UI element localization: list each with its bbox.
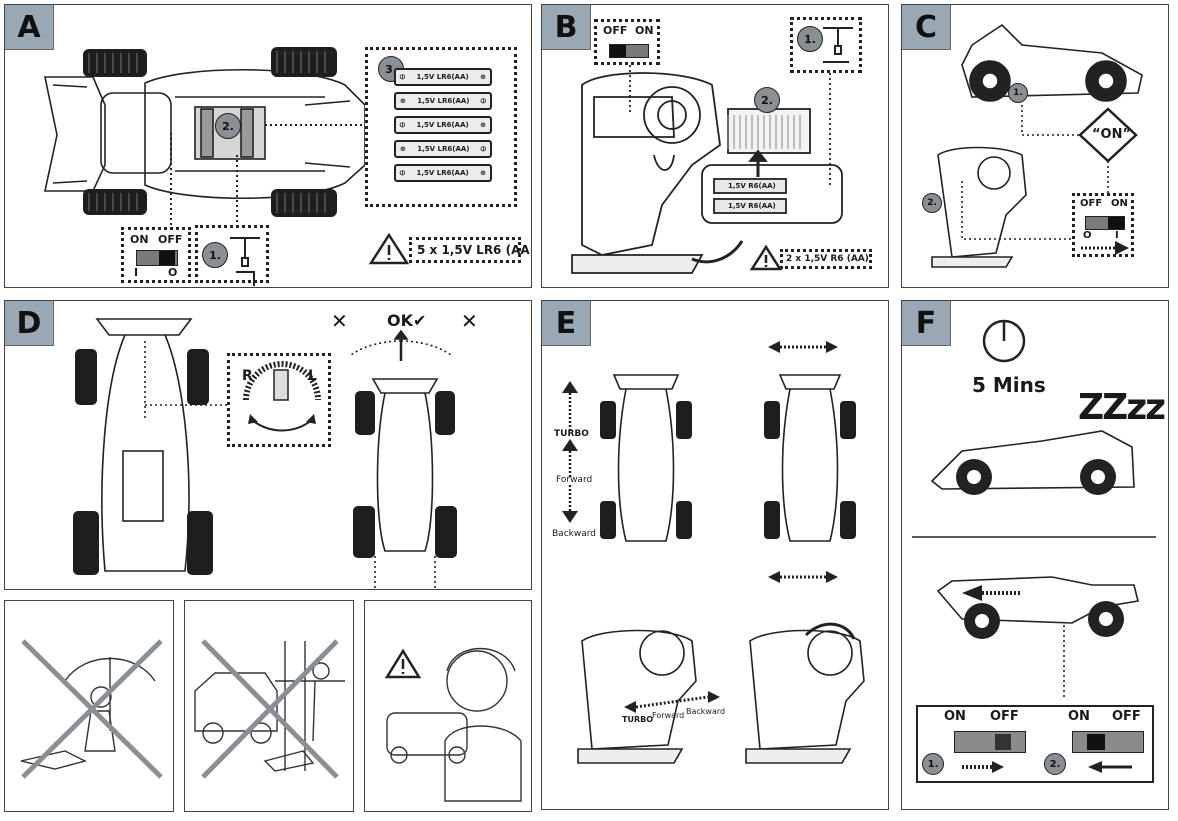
step-1-badge: 1. — [202, 242, 228, 268]
remote-controller-battery — [571, 65, 843, 274]
driving-controls-diagram — [562, 341, 865, 764]
battery-cover-screw-box: 1. — [790, 17, 862, 73]
screw-step-box: 1. — [195, 225, 269, 286]
warning-no-road — [184, 600, 354, 812]
switch-off-c: OFF — [1080, 198, 1103, 209]
step2-switch — [1072, 731, 1144, 753]
panel-e-label: E — [542, 301, 591, 346]
trim-right-label: R — [242, 368, 253, 384]
remote-power-switch-c — [1085, 216, 1125, 230]
panel-d-label: D — [5, 301, 54, 346]
timer-label: 5 Mins — [972, 373, 1046, 397]
warning-no-rain — [4, 600, 174, 812]
turn-wrong-right-mark: ✕ — [461, 309, 478, 333]
battery-compartment-box: 3. ⦶1,5V LR6(AA)⊕ ⊕1,5V LR6(AA)⦶ ⦶1,5V L… — [365, 47, 517, 207]
step-1-badge-b: 1. — [797, 26, 823, 52]
screwdriver-icon — [230, 237, 260, 286]
turbo-label: TURBO — [554, 429, 589, 439]
warning-child-supervision — [364, 600, 532, 812]
battery-4: ⊕1,5V LR6(AA)⦶ — [394, 140, 492, 158]
step-2-badge: 2. — [215, 113, 241, 139]
step2-off-label: OFF — [1112, 709, 1141, 724]
remote-battery-warning-box: 2 x 1,5V R6 (AA) — [780, 249, 872, 269]
straight-ok-mark: OK✔ — [387, 311, 427, 330]
turn-wrong-left-mark: ✕ — [331, 309, 348, 333]
on-badge: “ON” — [1092, 127, 1132, 142]
panel-d: D ✕ OK✔ ✕ R L — [4, 300, 532, 590]
remote-battery-label-2: 1,5V R6(AA) — [728, 202, 776, 210]
forward-label: Forward — [556, 475, 593, 485]
step2-on-label: ON — [1068, 709, 1090, 724]
panel-b: B OFF ON 2. 1. — [541, 4, 889, 288]
step1-off-label: OFF — [990, 709, 1019, 724]
battery-1: ⦶1,5V LR6(AA)⊕ — [394, 68, 492, 86]
car-and-remote-power-on — [931, 23, 1143, 268]
no-rain-icon — [20, 639, 163, 779]
step-1-badge-f: 1. — [922, 753, 944, 775]
remote-battery-warning-text: 2 x 1,5V R6 (AA) — [786, 254, 869, 264]
forward-trigger-label: Forward — [652, 711, 685, 720]
battery-5: ⦶1,5V LR6(AA)⊕ — [394, 164, 492, 182]
battery-2: ⊕1,5V LR6(AA)⦶ — [394, 92, 492, 110]
battery-warning-text: 5 x 1,5V LR6 (AA) — [417, 243, 532, 257]
panel-c-label: C — [902, 5, 951, 50]
panel-b-label: B — [542, 5, 591, 50]
remote-switch-box-c: OFF ON O I — [1072, 193, 1134, 257]
panel-f-label: F — [902, 301, 951, 346]
switch-sym-on-c: I — [1115, 230, 1119, 241]
step-1-badge-c: 1. — [1008, 83, 1028, 103]
arrow-right-icon — [1081, 241, 1129, 255]
trim-dial-box: R L — [227, 353, 331, 447]
step1-on-label: ON — [944, 709, 966, 724]
remote-switch-off: OFF — [603, 24, 628, 37]
remote-power-switch — [609, 44, 649, 58]
power-switch — [136, 250, 178, 266]
switch-sym-off: O — [168, 266, 178, 279]
step-2-badge-c: 2. — [922, 193, 942, 213]
steering-trim-diagram — [73, 318, 457, 589]
turbo-trigger-label: TURBO — [622, 715, 654, 724]
step1-switch — [954, 731, 1026, 753]
power-off-steps-box: ON OFF ON OFF 1. 2. — [916, 705, 1154, 783]
switch-sym-on: I — [134, 266, 139, 279]
trim-dial-icon — [243, 361, 321, 432]
switch-on-c: ON — [1111, 198, 1128, 209]
step-2-badge-b: 2. — [754, 87, 780, 113]
child-with-car-icon — [384, 647, 522, 802]
remote-switch-box: OFF ON — [594, 19, 660, 65]
panel-a-label: A — [5, 5, 54, 50]
backward-trigger-label: Backward — [686, 707, 726, 716]
panel-f: F 5 Mins ZZzz ON OFF ON OFF 1. — [901, 300, 1169, 810]
panel-e: E — [541, 300, 889, 810]
switch-off-label: OFF — [158, 233, 183, 246]
switch-direction-arrows — [962, 761, 1132, 773]
backward-label: Backward — [552, 529, 596, 539]
panel-a: A — [4, 4, 532, 288]
battery-warning-box: 5 x 1,5V LR6 (AA) — [409, 237, 531, 263]
remote-battery-label-1: 1,5V R6(AA) — [728, 182, 776, 190]
power-switch-box: ON OFF I O — [121, 227, 191, 283]
switch-on-label: ON — [130, 233, 149, 246]
remote-switch-on: ON — [635, 24, 654, 37]
step-2-badge-f: 2. — [1044, 753, 1066, 775]
screwdriver-icon — [823, 27, 853, 63]
auto-sleep-diagram — [912, 319, 1156, 699]
battery-3: ⦶1,5V LR6(AA)⊕ — [394, 116, 492, 134]
sleep-label: ZZzz — [1078, 387, 1166, 428]
switch-sym-off-c: O — [1083, 230, 1092, 241]
no-street-icon — [194, 639, 345, 779]
panel-c: C 1. “ON” 2. OFF ON O I — [901, 4, 1169, 288]
